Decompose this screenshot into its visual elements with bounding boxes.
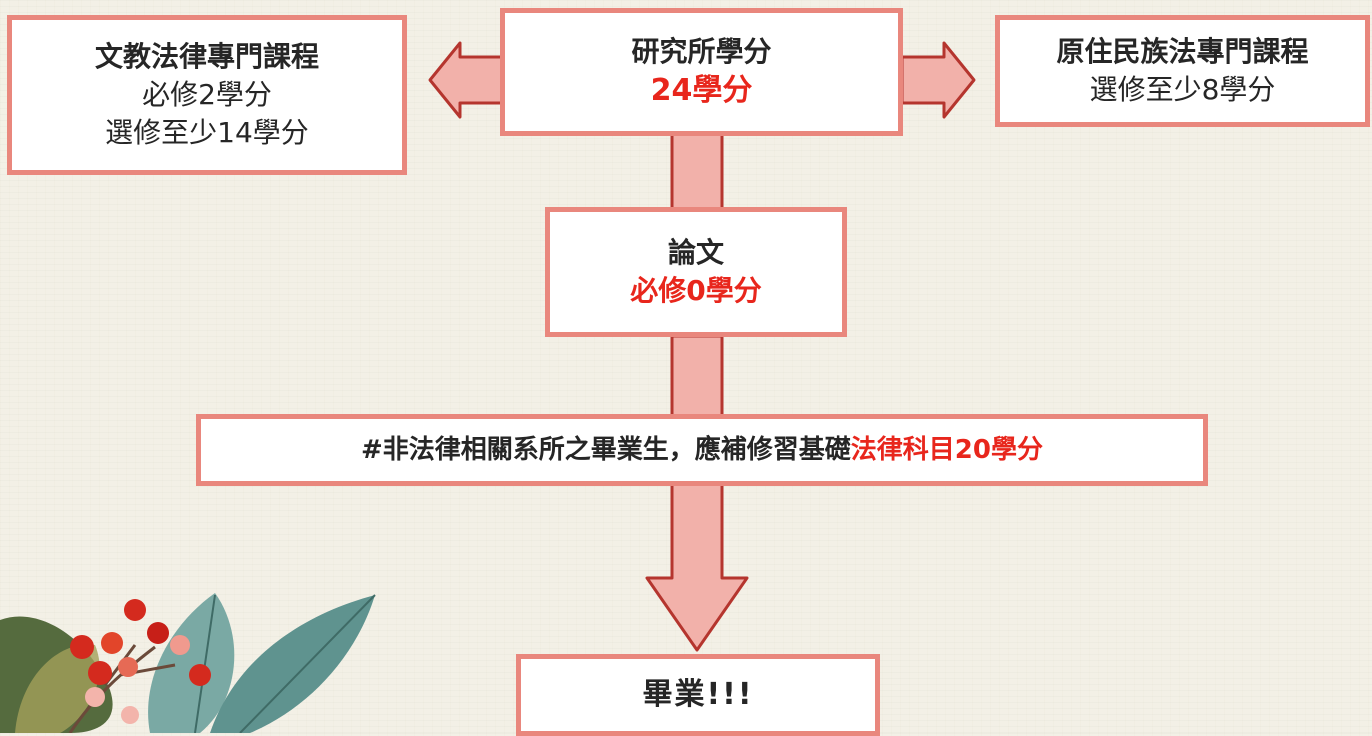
left-course-box: 文教法律專門課程 必修2學分 選修至少14學分 xyxy=(7,15,407,175)
left-course-title: 文教法律專門課程 xyxy=(94,40,319,73)
berry xyxy=(88,661,112,685)
teal-leaf-right xyxy=(210,595,375,733)
supplement-note-text: #非法律相關系所之畢業生，應補修習基礎 xyxy=(361,435,851,465)
core-credits-title: 研究所學分 xyxy=(631,35,772,68)
berry xyxy=(70,635,94,659)
berry xyxy=(85,687,105,707)
core-credits-box: 研究所學分 24學分 xyxy=(500,8,903,136)
left-course-required: 必修2學分 xyxy=(142,78,272,111)
left-course-elective: 選修至少14學分 xyxy=(105,116,309,149)
berry xyxy=(101,632,123,654)
thesis-credits: 必修0學分 xyxy=(630,274,762,307)
teal-leaf-left xyxy=(148,593,235,733)
core-credits-value: 24學分 xyxy=(650,73,753,108)
arrow-left xyxy=(428,41,504,119)
berry xyxy=(170,635,190,655)
supplement-note-highlight: 法律科目20學分 xyxy=(850,435,1043,465)
right-course-elective: 選修至少8學分 xyxy=(1089,73,1276,106)
arrow-shaft-upper xyxy=(670,132,724,212)
berry xyxy=(124,599,146,621)
arrow-down xyxy=(645,482,749,652)
berry xyxy=(118,657,138,677)
berry xyxy=(189,664,211,686)
right-course-title: 原住民族法專門課程 xyxy=(1056,35,1309,68)
graduate-title: 畢業!!! xyxy=(642,677,754,712)
olive-leaf xyxy=(15,644,100,733)
right-course-box: 原住民族法專門課程 選修至少8學分 xyxy=(995,15,1370,127)
berry xyxy=(121,706,139,724)
thesis-box: 論文 必修0學分 xyxy=(545,207,847,337)
graduate-box: 畢業!!! xyxy=(516,654,880,736)
supplement-note-box: #非法律相關系所之畢業生，應補修習基礎法律科目20學分 xyxy=(196,414,1208,486)
arrow-shaft-middle xyxy=(670,334,724,418)
berry xyxy=(147,622,169,644)
floral-decoration xyxy=(0,593,376,733)
arrow-right xyxy=(900,41,976,119)
thesis-title: 論文 xyxy=(667,236,724,269)
